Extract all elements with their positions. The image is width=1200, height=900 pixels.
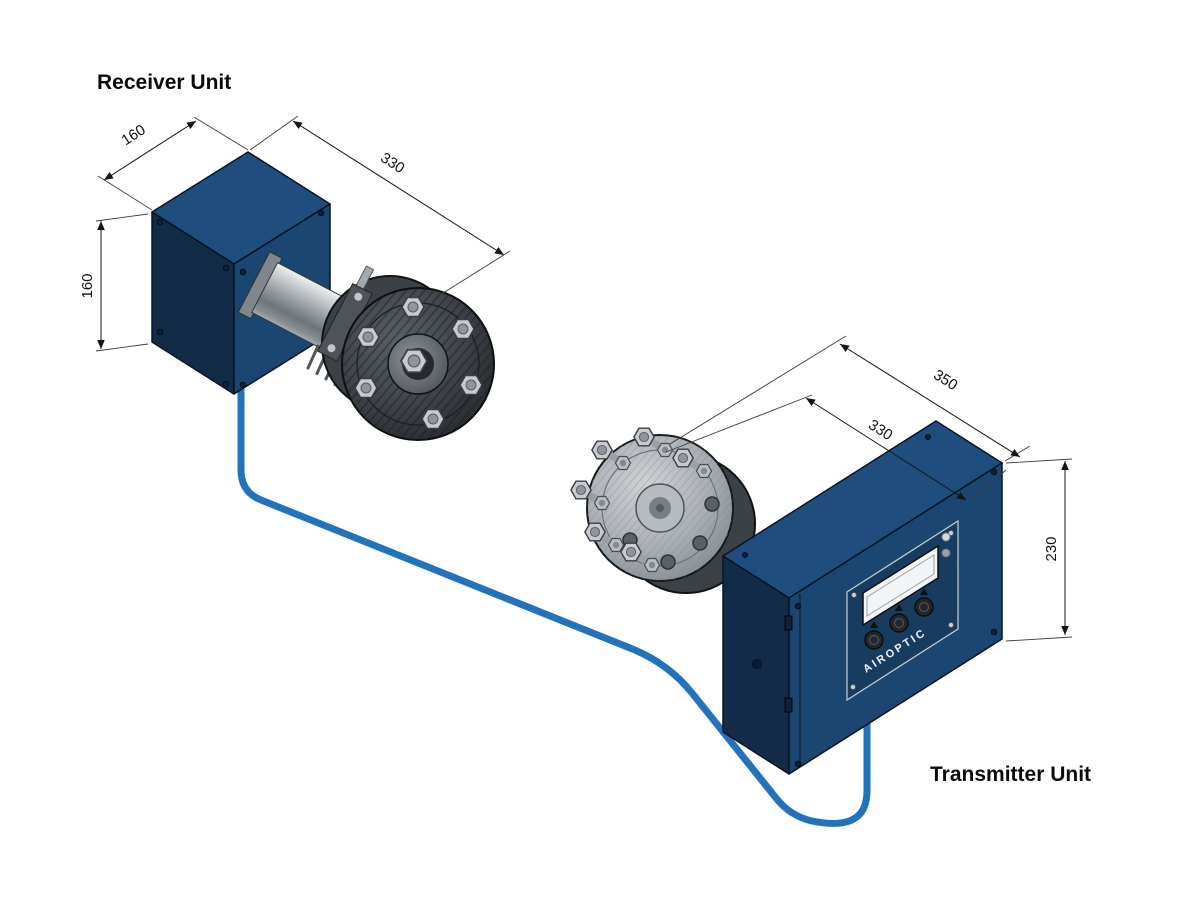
dim-transmitter-total: 350 <box>669 335 1031 462</box>
dim-receiver-depth-value: 160 <box>118 121 148 149</box>
receiver-title: Receiver Unit <box>97 71 231 94</box>
dim-transmitter-total-value: 350 <box>930 366 960 394</box>
dim-transmitter-length-value: 330 <box>865 416 895 444</box>
transmitter-flange-bolts <box>570 427 713 573</box>
transmitter-flange <box>570 427 734 582</box>
transmitter-hinge-top <box>784 615 793 631</box>
dim-transmitter-height-value: 230 <box>1043 536 1060 561</box>
receiver-enclosure <box>151 151 331 395</box>
panel-buttons <box>864 597 934 650</box>
transmitter-flange-hub <box>635 483 685 533</box>
transmitter-title: Transmitter Unit <box>930 763 1091 786</box>
panel-button-arrows <box>870 588 928 628</box>
receiver-flange-hub <box>387 333 449 395</box>
panel-display <box>862 544 939 627</box>
connection-cable <box>237 326 871 827</box>
dim-receiver-height: 160 <box>79 213 149 352</box>
control-panel-screws <box>850 530 954 690</box>
transmitter-side-knob <box>752 659 762 669</box>
panel-button-3 <box>914 597 934 617</box>
dim-receiver-length-value: 330 <box>377 149 407 177</box>
receiver-probe <box>237 251 495 441</box>
receiver-flange <box>341 287 495 441</box>
panel-display-inner <box>866 554 935 617</box>
transmitter-hinge-bottom <box>784 697 793 713</box>
transmitter-enclosure: AIROPTIC <box>722 420 1003 775</box>
panel-leds <box>941 532 951 558</box>
panel-button-1 <box>864 630 884 650</box>
dim-receiver-height-value: 160 <box>79 273 96 298</box>
dim-transmitter-height: 230 <box>1005 458 1073 642</box>
receiver-clamp <box>316 265 375 362</box>
panel-button-2 <box>889 613 909 633</box>
